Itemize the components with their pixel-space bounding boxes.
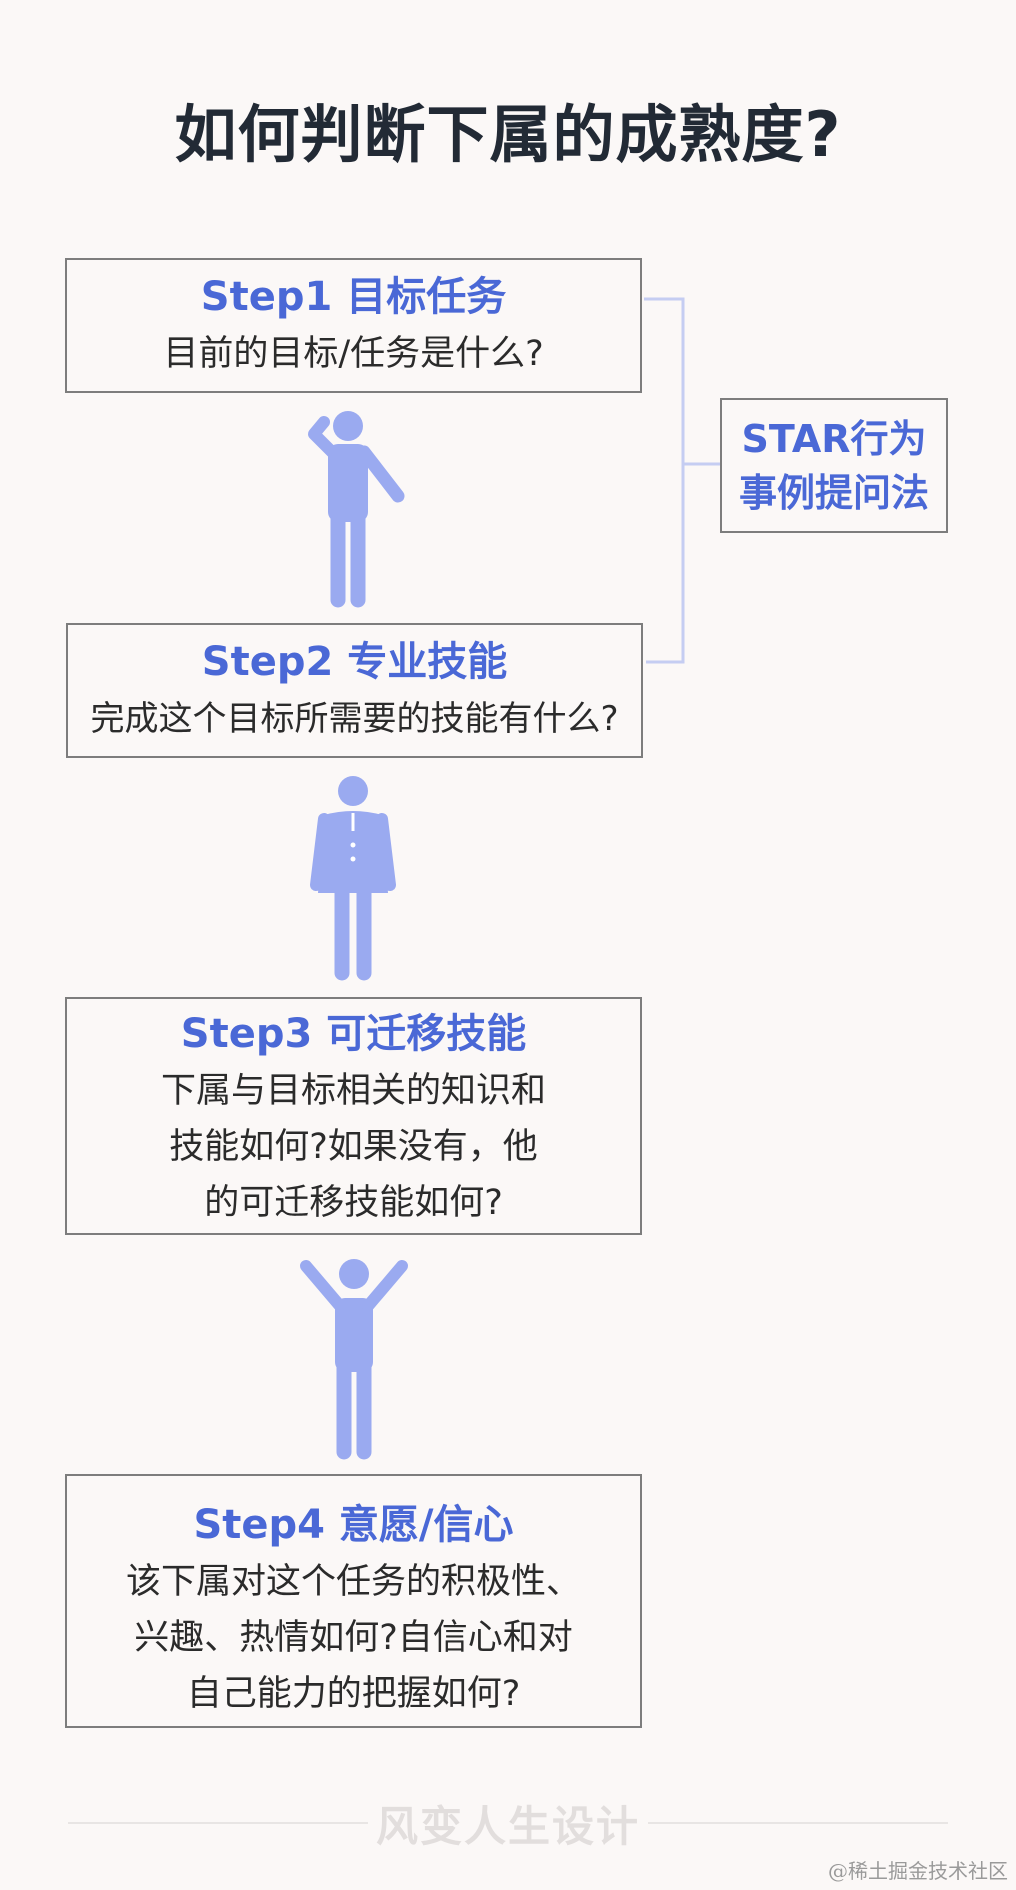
suited-person-icon xyxy=(310,776,396,981)
step1-line-1: 目前的目标/任务是什么? xyxy=(163,334,544,374)
star-method-box: STAR行为 事例提问法 xyxy=(720,398,948,533)
watermark: @稀土掘金技术社区 xyxy=(828,1859,1008,1883)
cheering-person-icon xyxy=(300,1259,408,1460)
step1-heading: Step1 目标任务 xyxy=(200,274,507,320)
step4-line-1: 该下属对这个任务的积极性、 xyxy=(125,1562,581,1602)
step1-box: Step1 目标任务 目前的目标/任务是什么? xyxy=(65,258,642,393)
page-title: 如何判断下属的成熟度? xyxy=(174,98,842,171)
star-line-1: STAR行为 xyxy=(741,416,927,461)
thinking-person-icon xyxy=(308,411,405,608)
footer-divider-left xyxy=(68,1822,368,1824)
step2-line-1: 完成这个目标所需要的技能有什么? xyxy=(90,699,619,739)
step2-heading: Step2 专业技能 xyxy=(201,639,508,685)
step3-heading: Step3 可迁移技能 xyxy=(180,1011,527,1057)
footer-credit: 风变人生设计 xyxy=(375,1802,640,1851)
star-line-2: 事例提问法 xyxy=(738,470,929,515)
step3-line-1: 下属与目标相关的知识和 xyxy=(160,1071,546,1111)
step3-line-3: 的可迁移技能如何? xyxy=(204,1183,503,1223)
step4-heading: Step4 意愿/信心 xyxy=(193,1502,514,1548)
step3-line-2: 技能如何?如果没有，他 xyxy=(169,1127,538,1167)
step3-box: Step3 可迁移技能 下属与目标相关的知识和 技能如何?如果没有，他 的可迁移… xyxy=(65,997,642,1235)
footer-divider-right xyxy=(648,1822,948,1824)
step4-line-3: 自己能力的把握如何? xyxy=(186,1674,521,1714)
step2-box: Step2 专业技能 完成这个目标所需要的技能有什么? xyxy=(66,623,643,758)
step4-box: Step4 意愿/信心 该下属对这个任务的积极性、 兴趣、热情如何?自信心和对 … xyxy=(65,1474,642,1728)
step4-line-2: 兴趣、热情如何?自信心和对 xyxy=(134,1618,573,1658)
